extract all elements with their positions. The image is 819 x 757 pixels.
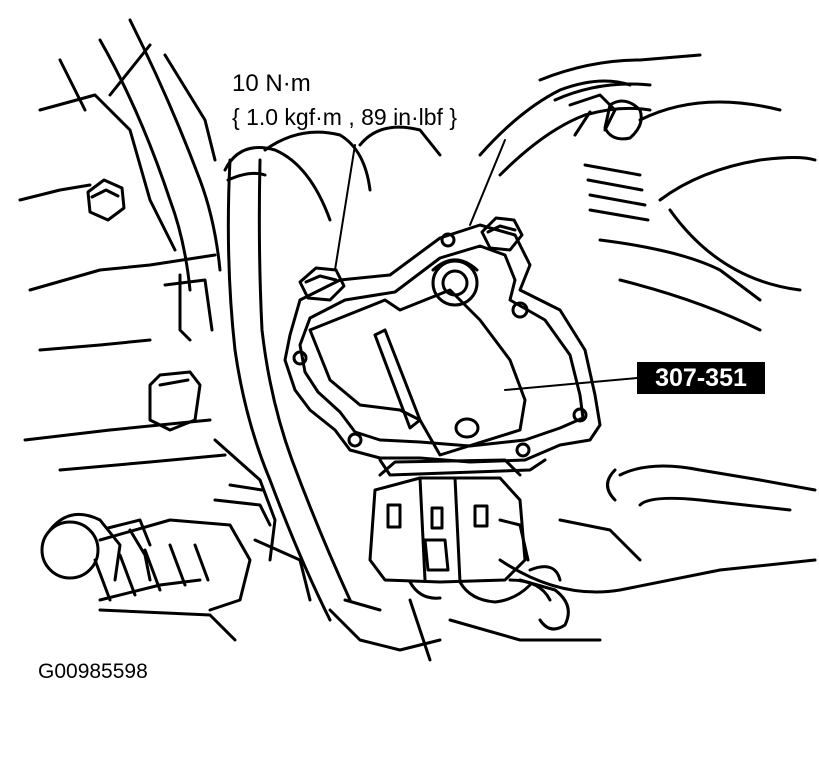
callout-leader-line — [504, 377, 638, 391]
torque-leader-lines — [334, 139, 506, 271]
figure-id-label: G00985598 — [38, 660, 148, 683]
transmission-range-sensor — [283, 216, 602, 477]
hoses-and-harness — [98, 18, 817, 662]
part-number-callout: 307-351 — [637, 362, 765, 394]
torque-conversion-label: { 1.0 kgf·m , 89 in·lbf } — [232, 104, 458, 130]
background-housing — [18, 43, 312, 642]
torque-value-label: 10 N·m — [232, 70, 311, 97]
sensor-connector — [368, 458, 562, 604]
